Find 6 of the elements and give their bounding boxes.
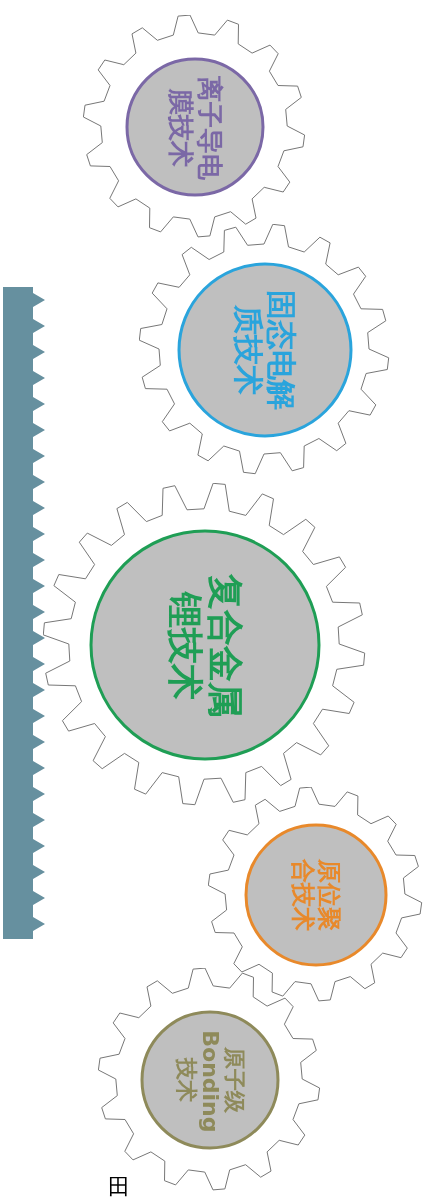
node-label: 离子导电膜技术 bbox=[166, 74, 224, 182]
node-label: 复合金属锂技术 bbox=[165, 572, 245, 720]
node-label: 原子级Bonding技术 bbox=[173, 1029, 247, 1130]
caption-text: 田 bbox=[108, 1173, 130, 1201]
node-label: 固态电解质技术 bbox=[232, 289, 298, 412]
node-label: 原位聚合技术 bbox=[289, 857, 343, 933]
